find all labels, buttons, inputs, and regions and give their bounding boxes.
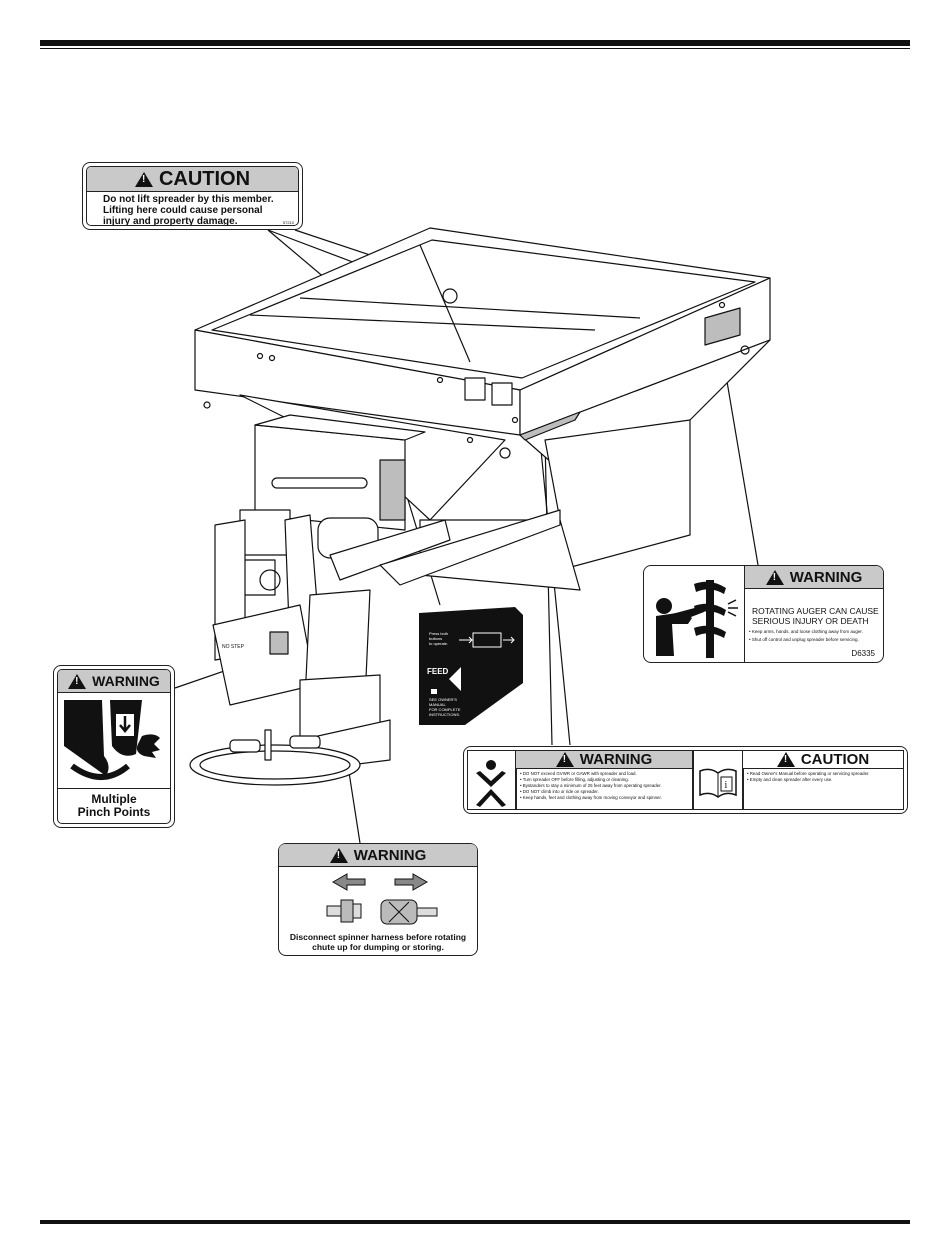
pinch-caption: Multiple Pinch Points: [58, 793, 170, 819]
warning-triangle-icon: [134, 171, 153, 187]
arrow-right-icon: [394, 873, 429, 891]
pinch-header: WARNING: [58, 670, 170, 693]
warning-auger-header: WARNING: [745, 566, 883, 589]
spinner-caption-line: Disconnect spinner harness before rotati…: [289, 932, 467, 942]
caution-header: CAUTION: [87, 167, 298, 192]
warning-header-text: WARNING: [353, 846, 427, 864]
feed-label: FEED: [427, 667, 449, 676]
warning-bullet: • Keep hands, feet and clothing away fro…: [520, 795, 662, 800]
chute-decal-text: NO STEP: [222, 644, 245, 650]
warning-triangle-icon: [776, 752, 795, 767]
spinner-caption: Disconnect spinner harness before rotati…: [279, 932, 477, 952]
header-rule-thin: [40, 48, 910, 49]
feed-control-decal: Press both buttons to operate. FEED SEE …: [415, 605, 525, 727]
decal-code: 57210: [282, 220, 294, 225]
divider: [58, 787, 170, 789]
pinch-caption-line: Pinch Points: [77, 805, 151, 819]
crushed-hand-icon: [64, 700, 160, 780]
warning-triangle-icon: [555, 752, 574, 767]
caution-lift-text: Do not lift spreader by this member. Lif…: [87, 192, 298, 226]
arrow-left-icon: [331, 873, 366, 891]
warning-header-text: WARNING: [579, 751, 653, 768]
warning-bullet: • DO NOT exceed GVWR or GAWR with spread…: [520, 771, 637, 776]
warning-bullet: • Turn spreader OFF before filling, adju…: [520, 777, 629, 782]
bystander-icon: [476, 760, 506, 807]
wide-warning-header: WARNING: [516, 751, 693, 769]
auger-title-line: ROTATING AUGER CAN CAUSE: [752, 606, 879, 616]
warning-bullet: • Bystanders to stay a minimum of 25 fee…: [520, 783, 662, 788]
wide-caution-list: • Read Owner's Manual before operating o…: [747, 771, 869, 783]
spinner-caption-line: chute up for dumping or storing.: [312, 942, 444, 952]
svg-text:i: i: [725, 780, 728, 791]
caution-line: Lifting here could cause personal: [103, 205, 263, 216]
warning-triangle-icon: [765, 569, 784, 585]
spinner-harness-decal: WARNING Disconnect spinner harness befor…: [278, 843, 478, 956]
pinch-points-decal: WARNING Multiple Pinch Points: [53, 665, 175, 828]
feed-manual-note: SEE OWNER'S MANUAL FOR COMPLETE INSTRUCT…: [429, 697, 461, 717]
caution-lift-decal: CAUTION Do not lift spreader by this mem…: [82, 162, 303, 230]
caution-header-text: CAUTION: [800, 751, 870, 768]
warning-auger-bullets: • Keep arms, hands, and loose clothing a…: [749, 628, 884, 644]
footer-rule: [40, 1220, 910, 1224]
manual-book-icon: i: [699, 768, 737, 798]
auger-title-line: SERIOUS INJURY OR DEATH: [752, 616, 869, 626]
auger-bullet: • Shut off control and unplug spreader b…: [749, 637, 859, 642]
warning-bullet: • DO NOT climb into or ride on spreader.: [520, 789, 599, 794]
warning-caution-decal: WARNING • DO NOT exceed GVWR or GAWR wit…: [463, 746, 908, 814]
divider: [742, 751, 744, 809]
spinner-header: WARNING: [279, 844, 477, 867]
auger-bullet: • Keep arms, hands, and loose clothing a…: [749, 629, 863, 634]
warning-auger-title: ROTATING AUGER CAN CAUSE SERIOUS INJURY …: [752, 606, 882, 626]
warning-triangle-icon: [68, 673, 87, 689]
caution-header-text: CAUTION: [158, 167, 251, 190]
warning-auger-decal: WARNING ROTATING AUGER CAN CAUSE SERIOUS…: [643, 565, 884, 663]
auger-entanglement-icon: [644, 566, 745, 662]
wide-caution-header: CAUTION: [743, 751, 903, 769]
divider: [692, 751, 694, 809]
pinch-caption-line: Multiple: [91, 792, 137, 806]
connector-icon: [326, 899, 438, 925]
warning-header-text: WARNING: [789, 568, 863, 586]
caution-line: Do not lift spreader by this member.: [103, 194, 274, 205]
caution-line: injury and property damage.: [103, 216, 238, 226]
wide-warning-list: • DO NOT exceed GVWR or GAWR with spread…: [520, 771, 662, 801]
feed-instructions: Press both buttons to operate.: [429, 631, 449, 646]
caution-bullet: • Read Owner's Manual before operating o…: [747, 771, 870, 776]
warning-header-text: WARNING: [92, 673, 160, 689]
divider: [515, 751, 517, 809]
decal-code: D6335: [851, 649, 875, 658]
caution-bullet: • Empty and clean spreader after every u…: [747, 777, 833, 782]
header-rule: [40, 40, 910, 46]
warning-triangle-icon: [329, 847, 348, 863]
